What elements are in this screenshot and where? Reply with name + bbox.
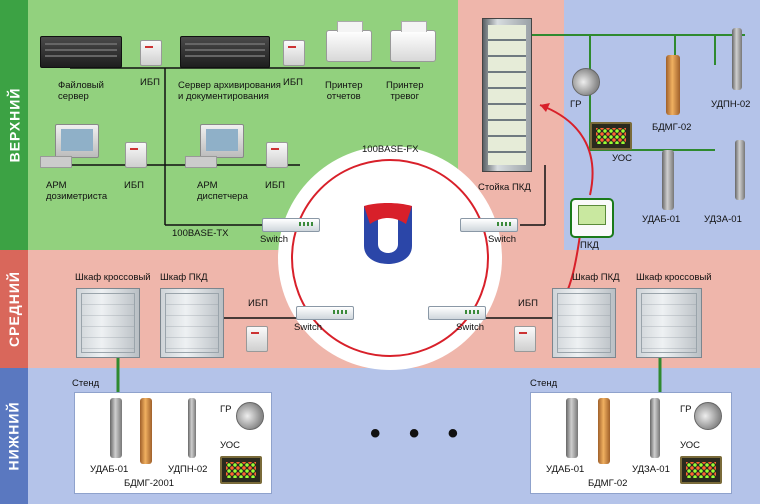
cross-cabinet-left-label: Шкаф кроссовый — [75, 272, 151, 283]
pkd-rack-label: Стойка ПКД — [478, 182, 531, 193]
stand-left-label: Стенд — [72, 378, 100, 389]
archive-server-label: Сервер архивирования и документирования — [178, 80, 281, 102]
pkd-cabinet-left-label: Шкаф ПКД — [160, 272, 208, 283]
file-server-device — [40, 36, 122, 68]
upper-level-band: ВЕРХНИЙ — [0, 0, 28, 250]
ups-1-device — [140, 40, 162, 66]
report-printer-label: Принтер отчетов — [325, 80, 363, 102]
udpn02-left-label: УДПН-02 — [168, 464, 208, 475]
pkd-rack-device — [482, 18, 532, 172]
bdmg02-right-label: БДМГ-02 — [588, 478, 628, 489]
udab01-right-detector-icon — [566, 398, 578, 458]
gr-label: ГР — [570, 99, 582, 110]
uos-left-label: УОС — [220, 440, 240, 451]
pkd-arrow-up — [539, 104, 594, 196]
bdmg2001-detector-icon — [140, 398, 152, 464]
middle-right-switch-label: Switch — [456, 322, 484, 333]
fx-ring-line — [291, 159, 489, 357]
udza01-label: УДЗА-01 — [704, 214, 742, 225]
alarm-printer-label: Принтер тревог — [386, 80, 424, 102]
udab01-right-label: УДАБ-01 — [546, 464, 585, 475]
archive-server-device — [180, 36, 270, 68]
bdmg02-label: БДМГ-02 — [652, 122, 692, 133]
uos-label: УОС — [612, 153, 632, 164]
pkd-cabinet-right-device — [552, 288, 616, 358]
ups-3-device — [125, 142, 147, 168]
company-logo-icon — [364, 203, 412, 264]
ups-4-label: ИБП — [265, 180, 285, 191]
middle-left-switch-label: Switch — [294, 322, 322, 333]
uos-left-panel-device — [220, 456, 262, 484]
udza01-right-label: УДЗА-01 — [632, 464, 670, 475]
more-stands-ellipsis: • • • — [370, 417, 469, 450]
udza01-detector-icon — [735, 140, 745, 200]
gr-left-label: ГР — [220, 404, 232, 415]
upper-left-switch-device — [262, 218, 320, 232]
dispatcher-workstation-label: АРМ диспетчера — [197, 180, 248, 202]
udpn02-left-detector-icon — [188, 398, 196, 458]
gr-left-horn-icon — [236, 402, 264, 430]
tx-network-label: 100BASE-TX — [172, 228, 229, 239]
udab01-detector-icon — [662, 150, 674, 210]
pkd-cabinet-left-device — [160, 288, 224, 358]
cross-cabinet-right-label: Шкаф кроссовый — [636, 272, 712, 283]
ups-2-device — [283, 40, 305, 66]
middle-ups-right-label: ИБП — [518, 298, 538, 309]
gr-horn-icon — [572, 68, 600, 96]
alarm-printer-device — [390, 21, 436, 62]
pkd-controller-device — [570, 198, 614, 238]
pkd-cabinet-right-label: Шкаф ПКД — [572, 272, 620, 283]
udpn02-label: УДПН-02 — [711, 99, 751, 110]
bdmg2001-label: БДМГ-2001 — [124, 478, 175, 489]
uos-right-label: УОС — [680, 440, 700, 451]
middle-level-band: СРЕДНИЙ — [0, 250, 28, 368]
bdmg02-detector-icon — [666, 55, 680, 115]
udpn02-detector-icon — [732, 28, 742, 90]
ups-4-device — [266, 142, 288, 168]
file-server-label: Файловый сервер — [58, 80, 104, 102]
middle-ups-left-label: ИБП — [248, 298, 268, 309]
ups-3-label: ИБП — [124, 180, 144, 191]
udab01-left-detector-icon — [110, 398, 122, 458]
upper-right-switch-device — [460, 218, 518, 232]
uos-panel-device — [590, 122, 632, 150]
middle-right-switch-device — [428, 306, 486, 320]
gr-right-label: ГР — [680, 404, 692, 415]
cross-cabinet-left-device — [76, 288, 140, 358]
middle-ups-right-device — [514, 326, 536, 352]
middle-ups-left-device — [246, 326, 268, 352]
ring-network-label: 100BASE-FX — [362, 144, 419, 155]
gr-right-horn-icon — [694, 402, 722, 430]
lower-level-band: НИЖНИЙ — [0, 368, 28, 504]
upper-left-switch-label: Switch — [260, 234, 288, 245]
udab01-label: УДАБ-01 — [642, 214, 681, 225]
udab01-left-label: УДАБ-01 — [90, 464, 129, 475]
middle-left-switch-device — [296, 306, 354, 320]
cross-cabinet-right-device — [636, 288, 702, 358]
uos-right-panel-device — [680, 456, 722, 484]
dosimetrist-workstation-keyboard — [40, 156, 72, 168]
ups-2-label: ИБП — [283, 77, 303, 88]
pkd-controller-label: ПКД — [580, 240, 599, 251]
upper-right-switch-label: Switch — [488, 234, 516, 245]
ups-1-label: ИБП — [140, 77, 160, 88]
report-printer-device — [326, 21, 372, 62]
bdmg02-right-detector-icon — [598, 398, 610, 464]
stand-right-label: Стенд — [530, 378, 558, 389]
dispatcher-workstation-device — [200, 124, 244, 158]
dosimetrist-workstation-label: АРМ дозиметриста — [46, 180, 108, 202]
udza01-right-detector-icon — [650, 398, 660, 458]
dosimetrist-workstation-device — [55, 124, 99, 158]
dispatcher-workstation-keyboard — [185, 156, 217, 168]
